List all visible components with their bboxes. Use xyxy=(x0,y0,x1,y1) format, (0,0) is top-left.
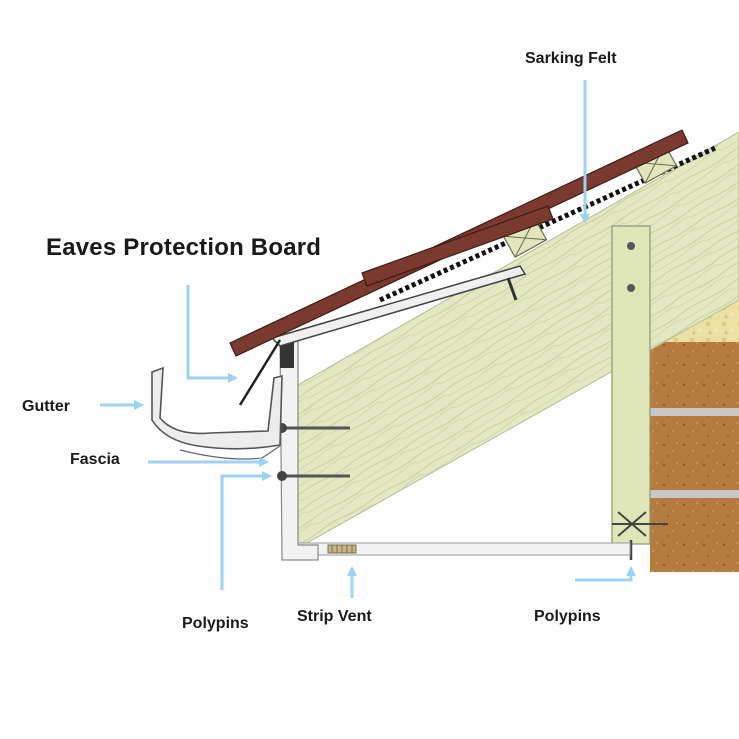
brick-wall xyxy=(650,340,739,572)
arrow-eaves-protection-board xyxy=(186,285,238,383)
pointer-arrows xyxy=(100,80,636,598)
label-polypins-right: Polypins xyxy=(534,608,601,625)
eaves-board-edge xyxy=(238,339,282,406)
sarking-felt-line xyxy=(378,145,717,303)
soffit xyxy=(289,542,631,556)
wall-post xyxy=(611,225,668,560)
label-fascia: Fascia xyxy=(70,451,120,468)
label-strip-vent: Strip Vent xyxy=(297,608,372,625)
label-gutter: Gutter xyxy=(22,398,70,415)
bolt xyxy=(627,284,635,292)
label-eaves-protection-board: Eaves Protection Board xyxy=(46,234,322,261)
timber-post xyxy=(611,225,651,545)
roof-tile-lower xyxy=(361,205,554,287)
mortar-joint xyxy=(650,490,739,498)
label-polypins-left: Polypins xyxy=(182,615,249,632)
roof-tiles xyxy=(229,129,689,357)
eaves-board-nail xyxy=(506,277,518,301)
mortar-joint xyxy=(650,408,739,416)
arrow-polypins-right xyxy=(575,566,636,582)
polypin-head xyxy=(277,471,287,481)
gutter-body xyxy=(151,366,283,450)
label-sarking-felt: Sarking Felt xyxy=(525,50,617,67)
arrow-polypins-left xyxy=(220,471,272,590)
bolt xyxy=(627,242,635,250)
gutter xyxy=(151,366,283,460)
